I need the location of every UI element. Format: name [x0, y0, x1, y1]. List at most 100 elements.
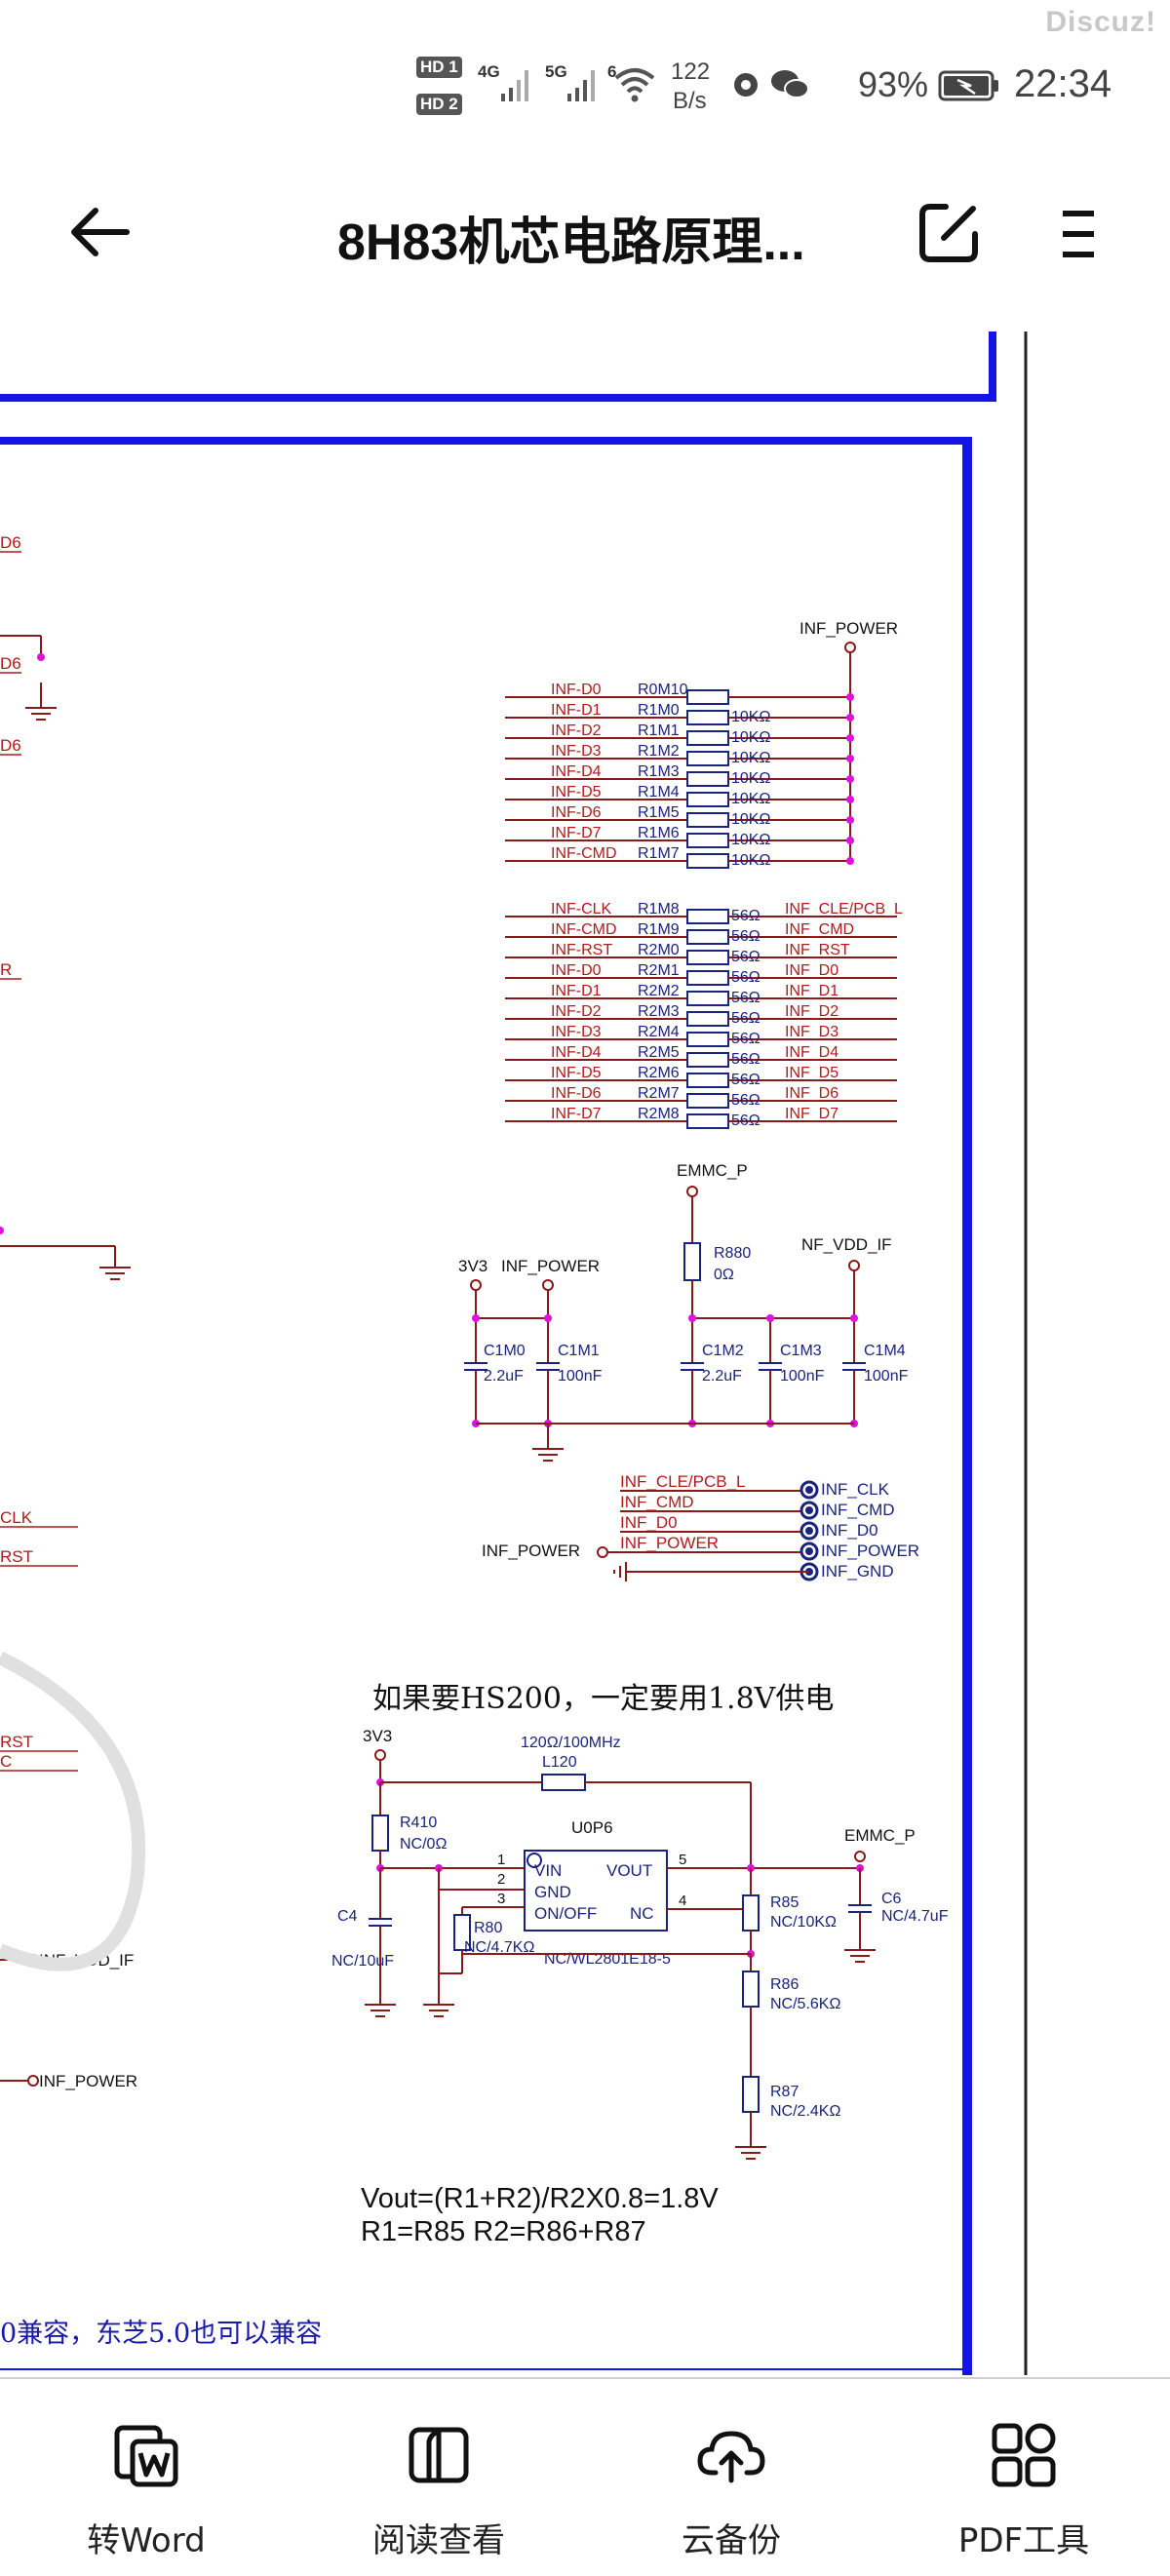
- left-net-label: D6: [0, 533, 21, 552]
- series-ref-label: R1M9: [638, 921, 680, 938]
- series-ref-label: R2M5: [638, 1044, 680, 1061]
- pullup-net-label: INF-D3: [551, 743, 602, 760]
- series-resistor: [686, 1093, 729, 1109]
- read-view-button[interactable]: 阅读查看: [332, 2379, 546, 2574]
- pdf-tools-button[interactable]: PDF工具: [916, 2379, 1131, 2574]
- series-value-label: 56Ω: [731, 1092, 760, 1109]
- r86-value-label: NC/5.6KΩ: [770, 1996, 840, 2012]
- hd1-badge: HD 1: [416, 57, 462, 78]
- pin-5-label: 5: [679, 1852, 686, 1868]
- nf-vdd-if-terminal: [848, 1260, 860, 1271]
- connector-pin-label: INF_D0: [821, 1521, 878, 1540]
- series-out-label: INF_D6: [785, 1085, 838, 1102]
- pullup-node: [846, 755, 854, 762]
- c4-value-label: NC/10uF: [332, 1953, 394, 1970]
- pin-nc-label: NC: [630, 1904, 654, 1923]
- r880-value-label: 0Ω: [714, 1267, 734, 1283]
- junction-node: [0, 1227, 4, 1234]
- series-resistor: [686, 1113, 729, 1129]
- series-resistor: [686, 950, 729, 965]
- pullup-value-label: 10KΩ: [731, 852, 770, 869]
- menu-icon[interactable]: [1061, 207, 1096, 261]
- wifi-icon: [614, 68, 655, 102]
- series-out-label: INF_CLE/PCB_L: [785, 901, 903, 917]
- pin-onoff-label: ON/OFF: [534, 1904, 597, 1923]
- pin-1-label: 1: [497, 1852, 505, 1868]
- cap-ref-label: C1M1: [558, 1343, 600, 1359]
- pullup-ref-label: R0M10: [638, 682, 688, 698]
- pullup-net-label: INF-CMD: [551, 845, 617, 862]
- inf-power-top-label: INF_POWER: [800, 619, 898, 638]
- pdf-tools-label: PDF工具: [957, 2521, 1090, 2560]
- book-read-icon: [409, 2427, 469, 2483]
- faint-watermark-ring: [0, 1651, 146, 1971]
- series-out-label: INF_D5: [785, 1065, 838, 1081]
- connector-pin-label: INF_POWER: [821, 1542, 919, 1560]
- edit-icon[interactable]: [916, 201, 981, 265]
- reg-emmc-p-label: EMMC_P: [844, 1826, 916, 1845]
- series-out-label: INF_CMD: [785, 921, 854, 938]
- series-resistor: [686, 929, 729, 945]
- connector-net-label: INF_CLE/PCB_L: [620, 1472, 746, 1491]
- cloud-backup-button[interactable]: 云备份: [624, 2379, 838, 2574]
- series-net-label: INF-CLK: [551, 901, 612, 917]
- pullup-resistor: [686, 751, 729, 766]
- cap-value-label: 100nF: [558, 1368, 603, 1385]
- r87-resistor: [742, 2076, 760, 2113]
- r410-resistor: [371, 1815, 389, 1852]
- hd2-badge: HD 2: [416, 94, 462, 115]
- pullup-resistor: [686, 730, 729, 746]
- signal2-icon: [567, 70, 595, 101]
- emmc-p-label: EMMC_P: [677, 1161, 748, 1180]
- compat-note: 0兼容，东芝5.0也可以兼容: [0, 2319, 322, 2349]
- page-title: 8H83机芯电路原理...: [337, 215, 805, 271]
- series-ref-label: R2M0: [638, 942, 680, 958]
- series-net-label: INF-RST: [551, 942, 612, 958]
- series-value-label: 56Ω: [731, 949, 760, 965]
- series-value-label: 56Ω: [731, 908, 760, 924]
- pullup-net-label: INF-D1: [551, 702, 602, 719]
- clock: 22:34: [1014, 62, 1112, 105]
- cap-ref-label: C1M2: [702, 1343, 744, 1359]
- net1-label: 4G: [478, 62, 500, 81]
- series-out-label: INF_D7: [785, 1106, 838, 1122]
- pin-vin-label: VIN: [534, 1861, 562, 1880]
- pullup-resistor: [686, 710, 729, 725]
- connector-pin-label: INF_CMD: [821, 1501, 895, 1519]
- reg-3v3-terminal: [374, 1749, 386, 1761]
- r880-resistor: [683, 1242, 701, 1281]
- u0p6-label: U0P6: [571, 1818, 613, 1837]
- pullup-value-label: 10KΩ: [731, 750, 770, 766]
- word-convert-icon: [114, 2425, 178, 2487]
- series-ref-label: R2M2: [638, 983, 680, 999]
- pin-3-label: 3: [497, 1891, 505, 1907]
- connector-power-terminal: [597, 1546, 608, 1558]
- cloud-upload-icon: [697, 2431, 765, 2483]
- resistor-formula: R1=R85 R2=R86+R87: [361, 2216, 646, 2247]
- pullup-resistor: [686, 771, 729, 787]
- pin-gnd-label: GND: [534, 1883, 571, 1901]
- cap-value-label: 2.2uF: [702, 1368, 742, 1385]
- left-net-label: CLK: [0, 1508, 33, 1527]
- pullup-node: [846, 857, 854, 865]
- to-word-button[interactable]: 转Word: [39, 2379, 254, 2574]
- cap-node: [544, 1314, 552, 1322]
- c6-value-label: NC/4.7uF: [881, 1908, 949, 1925]
- cap-node: [688, 1314, 696, 1322]
- series-out-label: INF_D4: [785, 1044, 838, 1061]
- series-resistor: [686, 970, 729, 986]
- status-bar: HD 1 HD 2 4G 5G 6 122 B/s 93% 22:34: [0, 0, 1170, 146]
- series-net-label: INF-D0: [551, 962, 602, 979]
- to-word-label: 转Word: [87, 2521, 206, 2560]
- cap-value-label: 100nF: [780, 1368, 825, 1385]
- pullup-node: [846, 693, 854, 701]
- series-value-label: 56Ω: [731, 1031, 760, 1047]
- back-arrow-icon[interactable]: [66, 203, 136, 261]
- series-net-label: INF-D5: [551, 1065, 602, 1081]
- left-net-label: R: [0, 960, 12, 979]
- series-resistor: [686, 1073, 729, 1088]
- 3v3-label: 3V3: [458, 1257, 488, 1275]
- r85-value-label: NC/10KΩ: [770, 1914, 837, 1931]
- emmc-p-terminal: [686, 1186, 698, 1197]
